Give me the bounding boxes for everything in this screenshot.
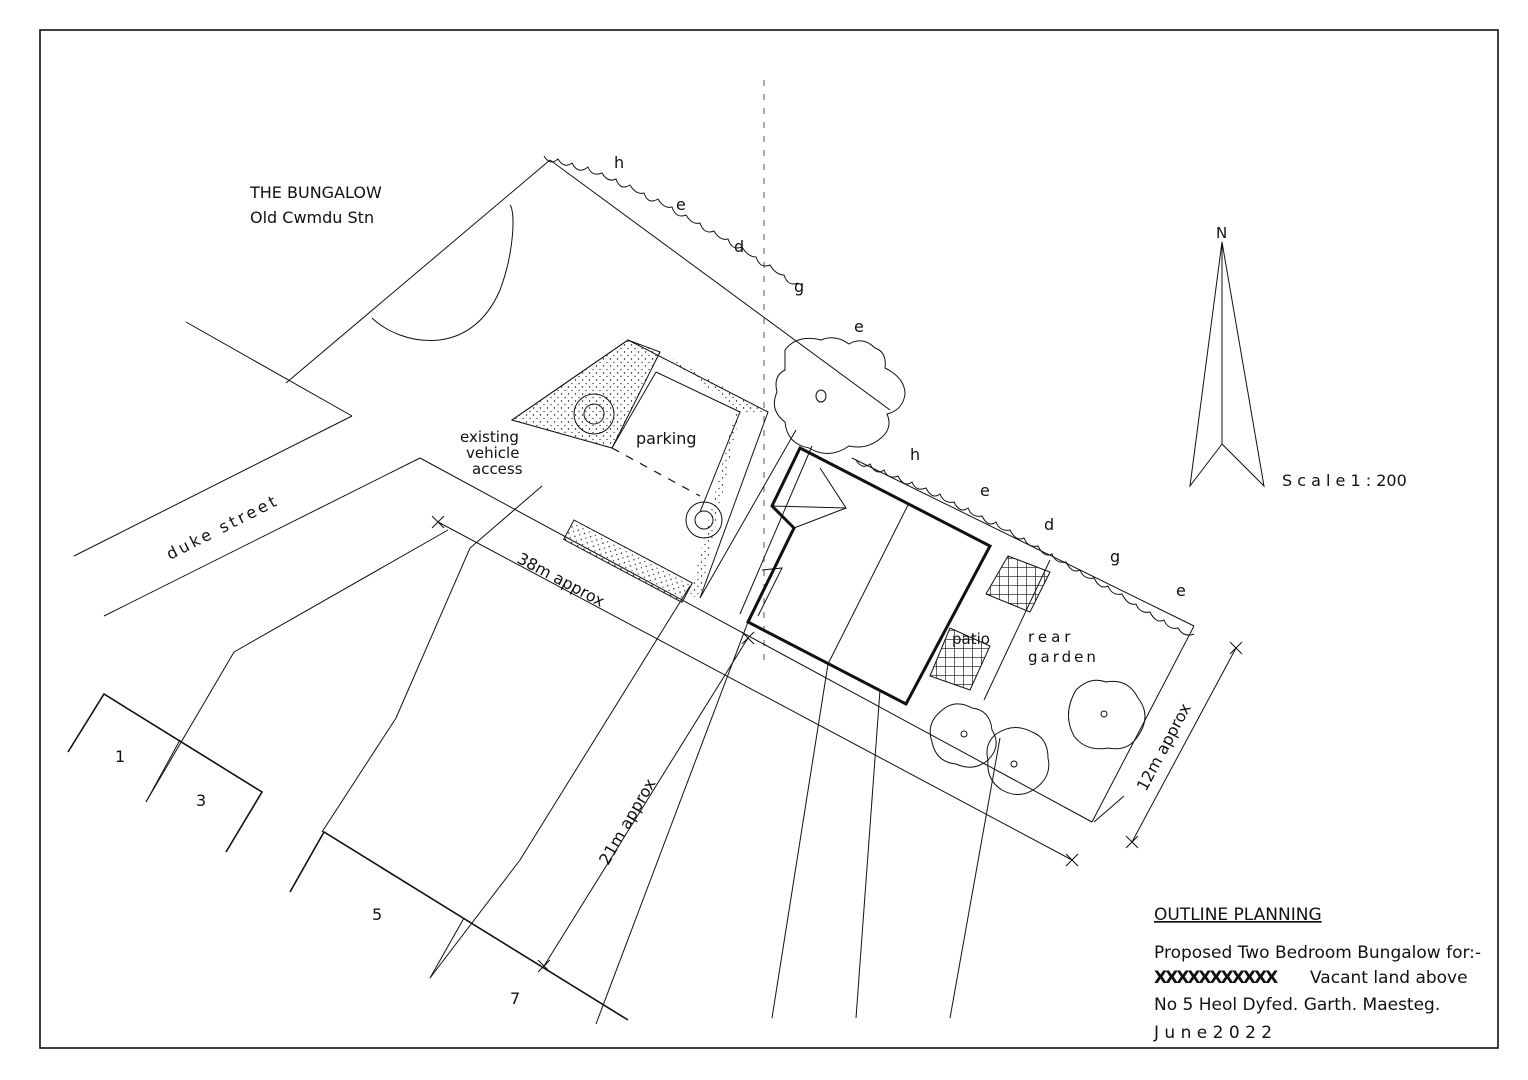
access-path <box>699 429 813 615</box>
hedge-letter: g <box>1110 547 1120 566</box>
hedge-letter: e <box>1176 581 1186 600</box>
title-line-4: J u n e 2 0 2 2 <box>1153 1023 1272 1043</box>
hedge-letter: h <box>614 153 624 172</box>
street-lines <box>73 159 551 617</box>
scale-label: S c a l e 1 : 200 <box>1282 471 1407 490</box>
site-boundary <box>419 159 1195 823</box>
site-place-label: Old Cwmdu Stn <box>250 208 374 227</box>
length-dimension-label: 38m approx <box>514 549 608 611</box>
title-line-2: Vacant land above <box>1310 968 1468 988</box>
title-line-1: Proposed Two Bedroom Bungalow for:- <box>1154 943 1481 963</box>
dimension-lines <box>431 515 1243 973</box>
width-dimension-label: 12m approx <box>1133 700 1195 794</box>
patio-label: patio <box>952 630 990 648</box>
rear-garden-label-2: garden <box>1028 648 1099 666</box>
hedge-line <box>543 155 1195 636</box>
title-heading: OUTLINE PLANNING <box>1154 905 1322 925</box>
garden-trees <box>929 679 1146 795</box>
neighbour-plot-lines <box>145 485 1125 1025</box>
plot-number: 1 <box>115 747 125 766</box>
hedge-letter: e <box>980 481 990 500</box>
depth-dimension-label: 21m approx <box>595 775 660 868</box>
hedge-letter: e <box>676 195 686 214</box>
neighbour-plot-frontages <box>67 692 629 1021</box>
plot-number: 5 <box>372 905 382 924</box>
title-line-3: No 5 Heol Dyfed. Garth. Maesteg. <box>1154 995 1440 1015</box>
parking-area <box>510 339 769 604</box>
site-name-label: THE BUNGALOW <box>249 183 382 202</box>
hedge-letter: d <box>734 237 744 256</box>
street-label: duke street <box>163 490 282 563</box>
access-label-1: existing <box>460 428 519 446</box>
plot-number: 7 <box>510 989 520 1008</box>
plot-number: 3 <box>196 791 206 810</box>
north-arrow <box>1189 241 1265 488</box>
access-label-3: access <box>472 460 523 478</box>
patio-area <box>929 555 1051 701</box>
drawing-border <box>39 29 1499 1049</box>
north-letter: N <box>1216 224 1227 242</box>
access-label-2: vehicle <box>466 444 519 462</box>
hedge-letter: g <box>794 277 804 296</box>
redacted-name: XXXXXXXXXXX <box>1154 968 1278 988</box>
hedge-letter: h <box>910 445 920 464</box>
rear-garden-label-1: rear <box>1028 628 1074 646</box>
hedge-letter: e <box>854 317 864 336</box>
parking-label: parking <box>636 429 697 448</box>
title-block: OUTLINE PLANNING Proposed Two Bedroom Bu… <box>1153 905 1481 1043</box>
hedge-letter: d <box>1044 515 1054 534</box>
hedge-tree <box>773 337 906 454</box>
